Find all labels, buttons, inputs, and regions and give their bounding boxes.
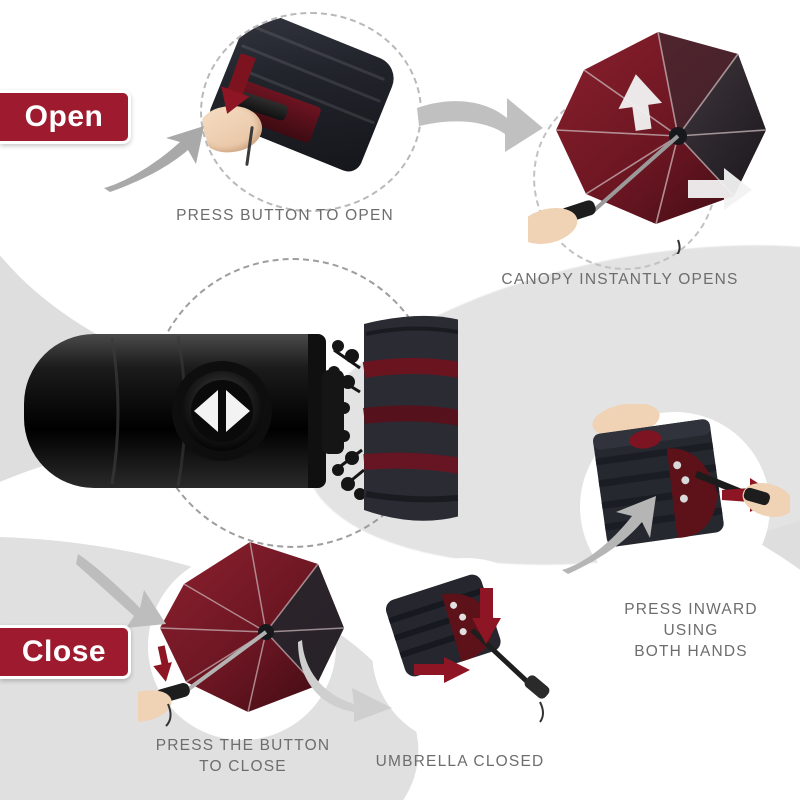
open-close-button-glyph <box>194 390 250 432</box>
step-4-umbrella-closed <box>368 552 572 752</box>
badge-open-label: Open <box>24 100 104 133</box>
badge-open[interactable]: Open <box>0 90 131 144</box>
arrow-step3-to-step4 <box>296 636 416 724</box>
step-5-two-hands-press-inward <box>578 403 794 610</box>
step-2-open-umbrella <box>518 18 796 257</box>
badge-close-label: Close <box>21 635 107 668</box>
red-right-arrow <box>414 657 470 683</box>
arrow-close-to-step3 <box>74 548 176 634</box>
red-press-arrow <box>216 54 260 120</box>
arrow-step1-to-step2 <box>415 78 547 154</box>
red-press-arrow <box>153 645 172 682</box>
white-outward-arrow-lower <box>688 168 752 210</box>
white-outward-arrow-upper <box>618 74 663 131</box>
step-3-press-button-to-close <box>116 528 370 728</box>
red-down-arrow <box>472 588 501 644</box>
caption-umbrella-closed: UMBRELLA CLOSED <box>375 753 545 770</box>
badge-close[interactable]: Close <box>0 625 131 679</box>
caption-press-the-button-to-close: PRESS THE BUTTON TO CLOSE <box>155 737 331 775</box>
arrow-step4-to-step5 <box>556 486 666 576</box>
caption-canopy-instantly-opens: CANOPY INSTANTLY OPENS <box>501 271 739 288</box>
caption-press-button-to-open: PRESS BUTTON TO OPEN <box>176 207 394 224</box>
center-product-handle <box>8 298 462 524</box>
step-1-photo-circle <box>200 12 422 212</box>
arrow-open-to-step1 <box>100 122 210 194</box>
caption-press-inward-using-both-hands: PRESS INWARD USING BOTH HANDS <box>624 601 758 660</box>
